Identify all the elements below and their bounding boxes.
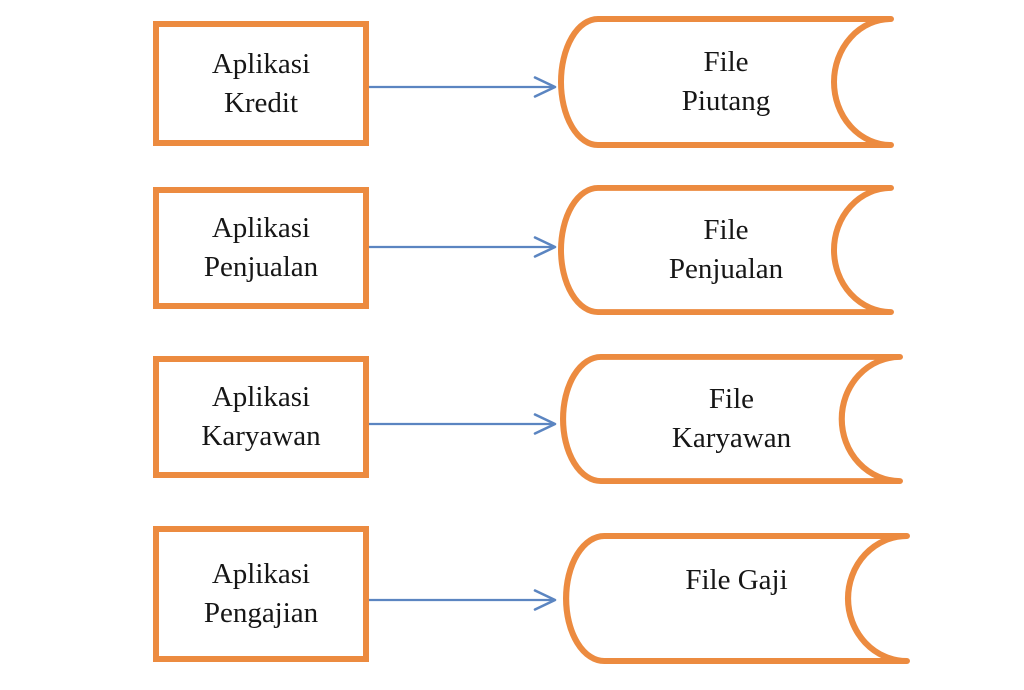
process-box-aplikasi-kredit: Aplikasi Kredit	[153, 21, 369, 146]
stored-data-shape-file-penjualan: File Penjualan	[558, 185, 894, 315]
process-label: Aplikasi Kredit	[211, 47, 311, 119]
right-arrow-icon	[369, 413, 557, 435]
process-label: Aplikasi Penjualan	[203, 212, 319, 283]
right-arrow-icon	[369, 589, 557, 611]
file-label: File Gaji	[685, 564, 788, 596]
stored-data-outline	[558, 185, 894, 315]
stored-data-outline	[558, 16, 894, 148]
file-label: File Penjualan	[668, 214, 784, 285]
stored-data-outline	[563, 533, 910, 664]
right-arrow-icon	[369, 236, 557, 258]
stored-data-shape-file-karyawan: File Karyawan	[560, 354, 903, 484]
right-arrow-icon	[369, 76, 557, 98]
process-box-aplikasi-karyawan: Aplikasi Karyawan	[153, 356, 369, 478]
file-label: File Piutang	[681, 46, 771, 117]
stored-data-outline	[560, 354, 903, 484]
process-label: Aplikasi Pengajian	[203, 558, 319, 629]
stored-data-shape-file-piutang: File Piutang	[558, 16, 894, 148]
file-label: File Karyawan	[671, 383, 792, 454]
stored-data-shape-file-gaji: File Gaji	[563, 533, 910, 664]
process-box-aplikasi-penjualan: Aplikasi Penjualan	[153, 187, 369, 309]
process-label: Aplikasi Karyawan	[201, 381, 321, 452]
process-box-aplikasi-pengajian: Aplikasi Pengajian	[153, 526, 369, 662]
